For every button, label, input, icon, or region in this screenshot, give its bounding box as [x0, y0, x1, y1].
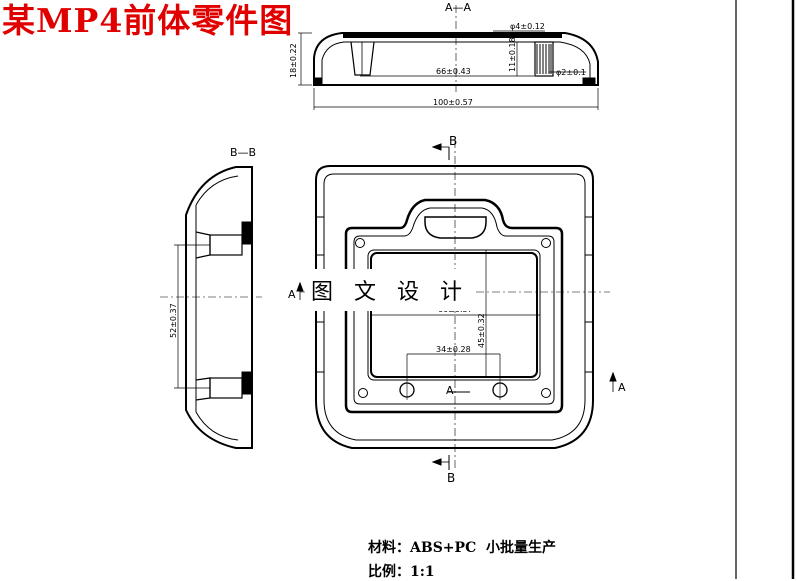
dim-small-dia: φ4±0.12 — [510, 22, 545, 31]
front-view — [296, 140, 617, 470]
cut-b-top: B — [449, 134, 457, 148]
scale-note: 比例：1:1 — [368, 561, 435, 581]
label-aa: A—A — [445, 1, 472, 14]
scale-label: 比例： — [368, 564, 410, 580]
dim-inner-width: 66±0.43 — [436, 67, 471, 76]
dim-window-h: 45±0.32 — [477, 313, 486, 348]
material-note: 材料：ABS+PC 小批量生产 — [368, 537, 556, 557]
cut-b-bottom: B — [447, 471, 455, 485]
dim-total-width: 100±0.57 — [433, 98, 473, 107]
watermark: 图 文 设 计 — [305, 269, 475, 311]
dim-side-len: 52±0.37 — [169, 303, 178, 338]
production-note: 小批量生产 — [485, 540, 556, 556]
label-bb: B—B — [230, 146, 256, 159]
cut-a-right: A — [618, 381, 626, 394]
cut-a-left: A — [288, 288, 296, 301]
dim-post-height: 11±0.18 — [508, 37, 517, 72]
drawing-frame — [735, 0, 795, 579]
dim-post-dia: φ2±0.1 — [556, 68, 586, 77]
material-value: ABS+PC — [410, 540, 477, 556]
section-bb-view — [160, 166, 262, 449]
dim-hole-pitch: 34±0.28 — [436, 345, 471, 354]
scale-value: 1:1 — [410, 564, 435, 580]
material-label: 材料： — [368, 540, 410, 556]
cut-a-center: A — [446, 384, 454, 397]
dim-height: 18±0.22 — [289, 43, 298, 78]
page-title: 某MP4前体零件图 — [2, 1, 294, 40]
section-aa-view — [298, 5, 599, 110]
